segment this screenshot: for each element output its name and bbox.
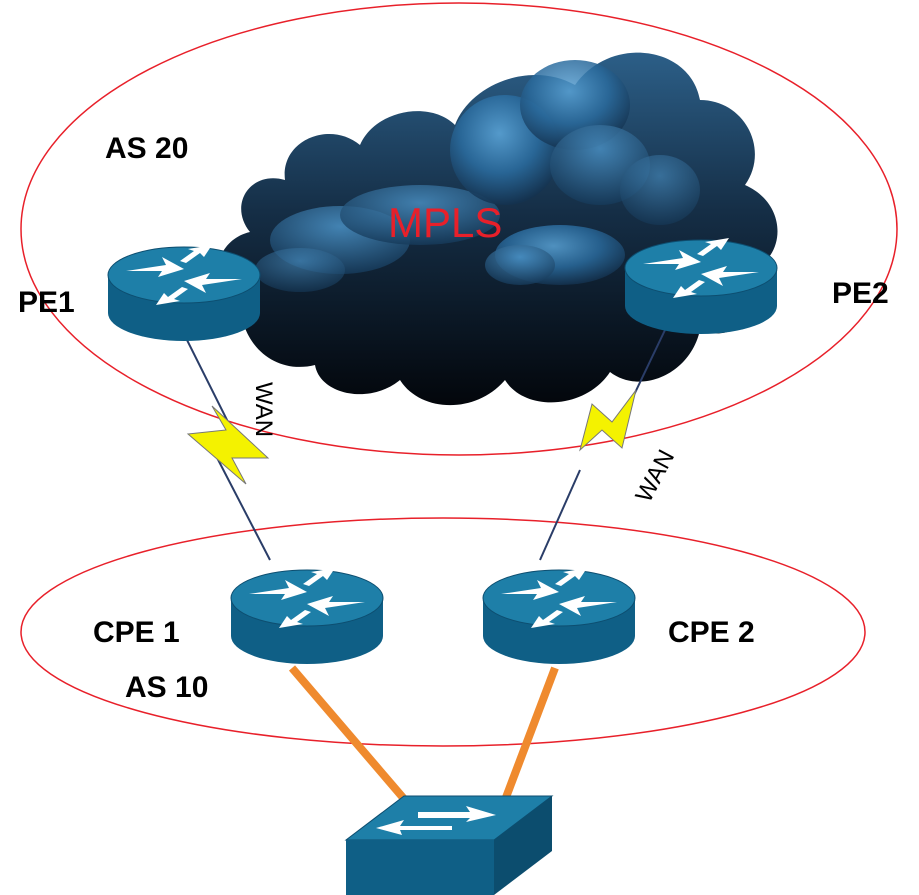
- mpls-label: MPLS: [388, 199, 502, 246]
- pe2-label: PE2: [832, 277, 889, 310]
- router-pe1[interactable]: [107, 245, 261, 341]
- switch-icon[interactable]: [344, 795, 554, 895]
- router-icon: [624, 238, 778, 334]
- lightning-wan-icon: [579, 389, 637, 452]
- router-icon: [230, 568, 384, 664]
- wan-label-right: WAN: [630, 445, 680, 506]
- router-icon: [107, 245, 261, 341]
- pe1-label: PE1: [18, 286, 75, 319]
- as10-boundary: [20, 517, 866, 747]
- ethernet-link-right: [501, 666, 559, 802]
- as10-label: AS 10: [125, 671, 208, 704]
- as20-boundary: [20, 2, 898, 456]
- router-cpe1[interactable]: [230, 568, 384, 664]
- router-cpe2[interactable]: [482, 568, 636, 664]
- wan-label-left: WAN: [250, 382, 277, 437]
- cpe1-label: CPE 1: [93, 616, 180, 649]
- router-pe2[interactable]: [624, 238, 778, 334]
- as20-label: AS 20: [105, 132, 188, 165]
- ethernet-link-left: [288, 665, 409, 803]
- router-icon: [482, 568, 636, 664]
- lightning-wan-icon: [186, 405, 270, 485]
- cpe2-label: CPE 2: [668, 616, 755, 649]
- wan-link-left: [177, 321, 271, 561]
- wan-link-right: [539, 329, 666, 561]
